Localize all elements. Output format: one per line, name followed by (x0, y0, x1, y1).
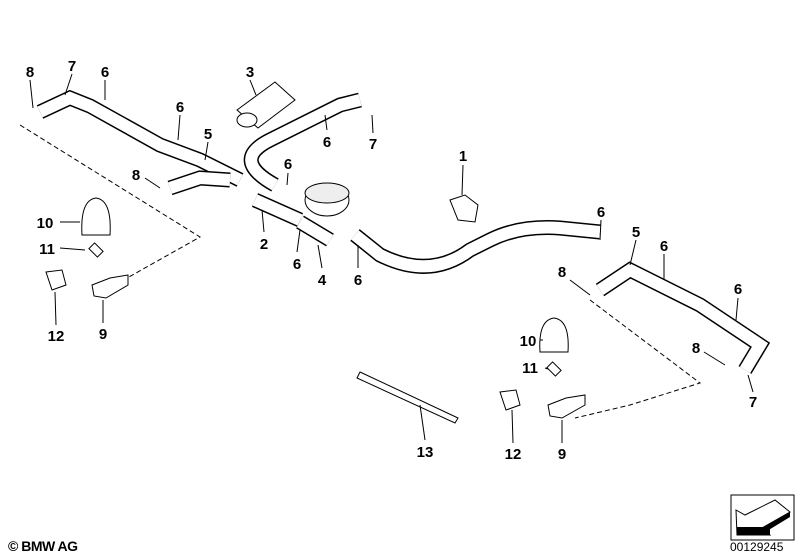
callout-label: 1 (459, 148, 467, 165)
callout-label: 2 (260, 236, 268, 253)
callout-label: 13 (417, 444, 434, 461)
callout-label: 11 (39, 241, 55, 258)
callout-label: 6 (323, 134, 331, 151)
callout-label: 8 (132, 167, 140, 184)
callout-label: 10 (520, 333, 537, 350)
callout-label: 9 (558, 446, 566, 463)
callout-label: 8 (558, 264, 566, 281)
copyright-text: © BMW AG (8, 538, 78, 554)
cable-tie-part-13 (356, 371, 459, 424)
document-number: 00129245 (730, 540, 784, 554)
holder-part-12-left (45, 269, 67, 291)
callout-label: 6 (101, 64, 109, 81)
callout-label: 8 (692, 340, 700, 357)
callout-label: 7 (749, 394, 757, 411)
callout-label: 6 (597, 204, 605, 221)
leader-lines (29, 73, 754, 444)
callout-label: 7 (68, 58, 76, 75)
callout-label: 10 (37, 215, 54, 232)
seal-part-11-right (546, 361, 562, 377)
callout-label: 8 (26, 64, 34, 81)
seal-part-11-left (88, 242, 104, 258)
callout-label: 5 (632, 224, 640, 241)
callout-label: 6 (734, 281, 742, 298)
nozzle-part-9-right (547, 394, 586, 419)
callout-label: 6 (354, 272, 362, 289)
hose-part-3 (236, 81, 296, 129)
callout-label: 12 (505, 446, 522, 463)
callout-label: 6 (176, 99, 184, 116)
hoses (36, 89, 771, 374)
callout-label: 9 (99, 326, 107, 343)
valve-part-4 (304, 182, 350, 217)
holder-part-12-right (499, 389, 521, 411)
clip-part-1 (449, 194, 479, 223)
callout-label: 11 (522, 360, 538, 377)
cap-part-10-left (81, 197, 111, 236)
callout-label: 6 (293, 256, 301, 273)
callout-label: 5 (204, 126, 212, 143)
callout-label: 3 (246, 64, 254, 81)
callout-label: 6 (660, 238, 668, 255)
dashed-leaders (19, 124, 702, 419)
callout-label: 6 (284, 156, 292, 173)
callout-labels: 8 7 6 6 5 8 3 6 7 6 2 6 4 6 1 6 5 6 8 6 … (26, 58, 757, 463)
callout-label: 12 (48, 328, 65, 345)
callout-label: 7 (369, 136, 377, 153)
callout-label: 4 (318, 272, 327, 289)
nozzle-part-9-left (91, 274, 129, 299)
orientation-arrow-icon (730, 494, 795, 541)
cap-part-10-right (539, 317, 569, 353)
